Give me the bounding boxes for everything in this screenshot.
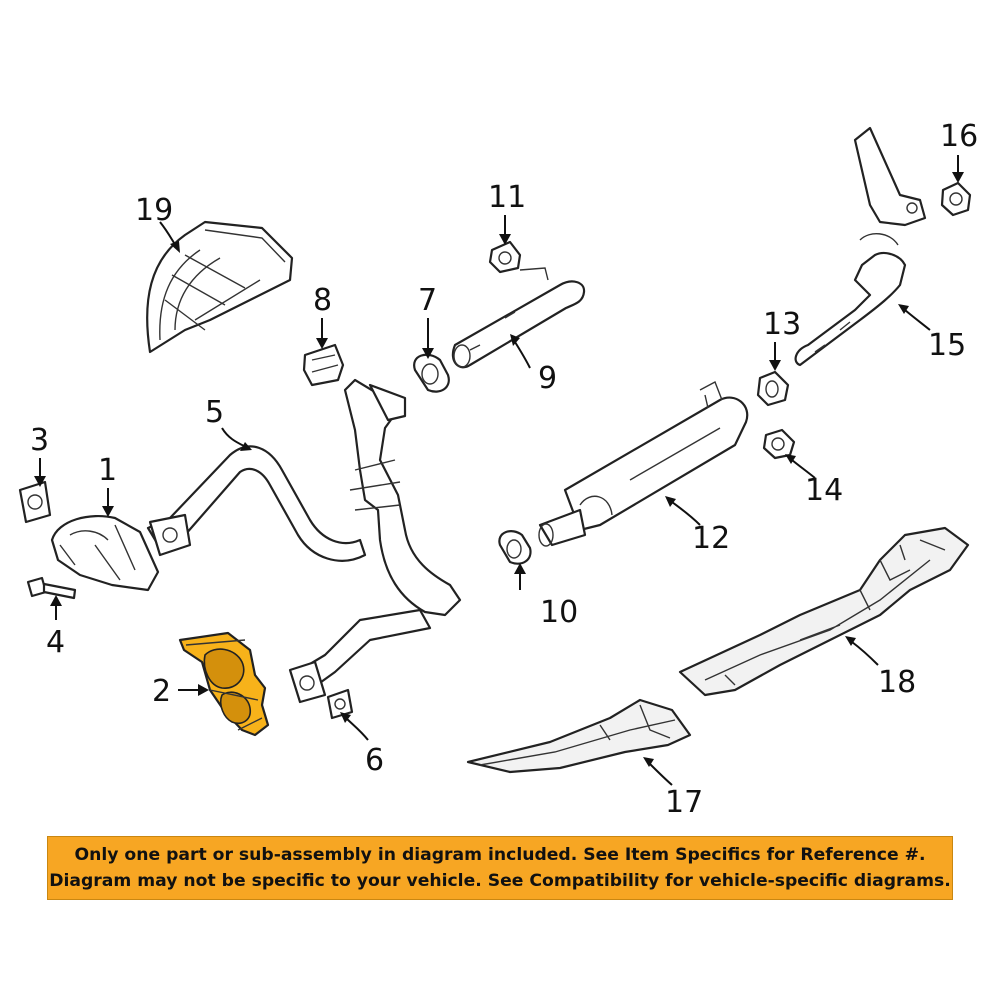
callout-9: 9: [538, 361, 557, 396]
callout-2: 2: [152, 674, 171, 709]
callout-5: 5: [205, 395, 224, 430]
leader-lines: [34, 155, 964, 786]
callout-18: 18: [878, 665, 916, 700]
part-15-tail-pipe[interactable]: [794, 126, 927, 367]
part-4-bolt[interactable]: [26, 576, 77, 600]
part-11-nut[interactable]: [488, 240, 522, 274]
callout-13: 13: [763, 307, 801, 342]
part-10-clamp[interactable]: [498, 530, 532, 565]
part-6-gasket[interactable]: [326, 688, 354, 720]
callout-15: 15: [928, 328, 966, 363]
part-3-gasket[interactable]: [18, 480, 52, 524]
callout-6: 6: [365, 743, 384, 778]
callout-4: 4: [46, 625, 65, 660]
callout-11: 11: [488, 180, 526, 215]
disclaimer-line-2: Diagram may not be specific to your vehi…: [49, 871, 951, 891]
callout-16: 16: [940, 119, 978, 154]
callout-19: 19: [135, 193, 173, 228]
y-pipe: [288, 378, 462, 704]
part-7-clamp[interactable]: [413, 353, 450, 393]
callout-10: 10: [540, 595, 578, 630]
part-12-muffler[interactable]: [538, 381, 749, 547]
part-13-clamp[interactable]: [756, 370, 790, 407]
disclaimer-line-1: Only one part or sub-assembly in diagram…: [74, 845, 926, 865]
part-1-converter[interactable]: [50, 514, 160, 592]
part-16-nut[interactable]: [940, 181, 972, 217]
callout-7: 7: [418, 283, 437, 318]
part-2-catalytic-converter[interactable]: [178, 631, 270, 737]
part-8-insulator[interactable]: [302, 343, 345, 387]
callout-1: 1: [98, 453, 117, 488]
callout-8: 8: [313, 283, 332, 318]
part-17-heat-shield[interactable]: [466, 698, 692, 774]
callout-12: 12: [692, 521, 730, 556]
callout-3: 3: [30, 423, 49, 458]
callout-14: 14: [805, 473, 843, 508]
part-19-heat-shield[interactable]: [146, 220, 294, 354]
part-5-front-pipe[interactable]: [146, 445, 367, 562]
part-14-insulator[interactable]: [762, 428, 796, 460]
part-9-pipe[interactable]: [451, 267, 586, 369]
part-18-heat-shield[interactable]: [678, 526, 970, 697]
disclaimer-banner: Only one part or sub-assembly in diagram…: [47, 836, 953, 900]
callout-17: 17: [665, 785, 703, 820]
callout-labels: 19 8 7 11 9 3 1 4 5 2 6 10 12 13 14 15 1…: [30, 119, 978, 820]
